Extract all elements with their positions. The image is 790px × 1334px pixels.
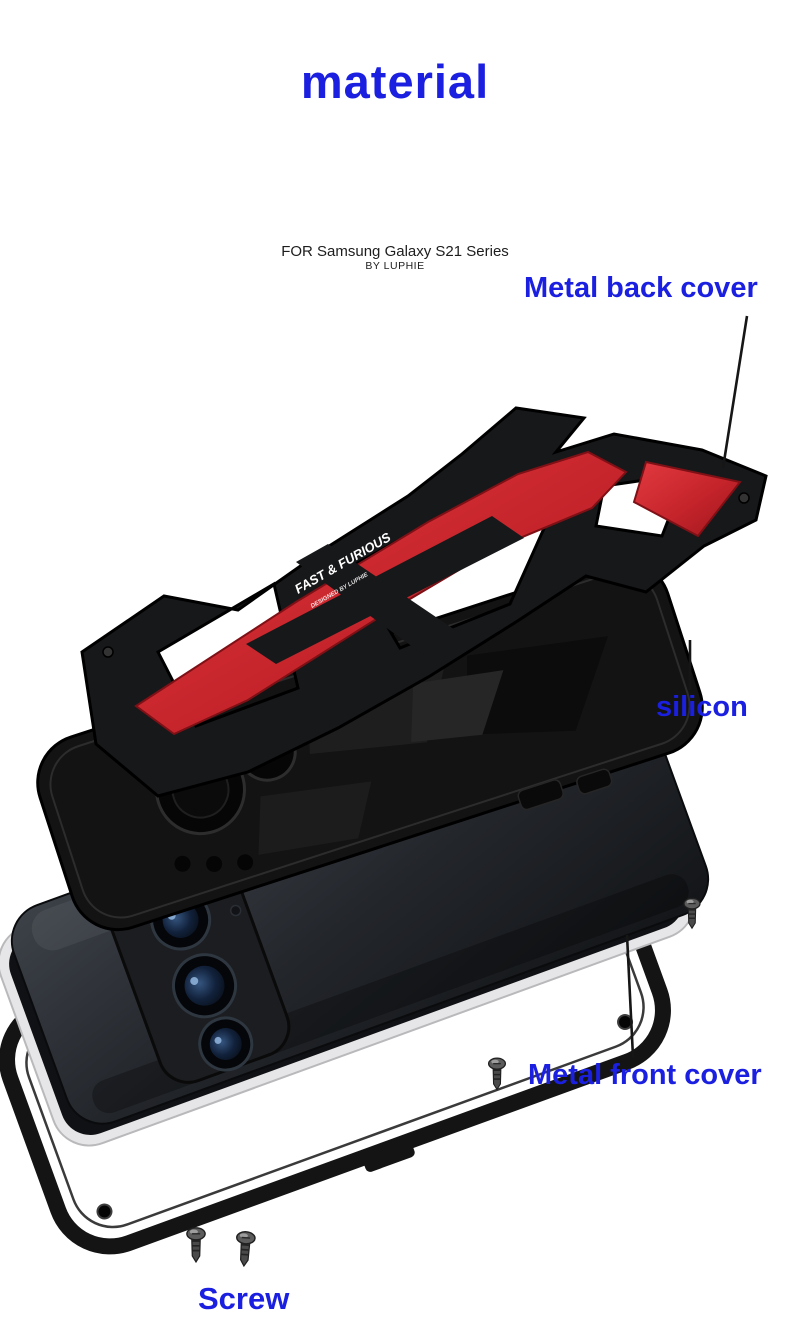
label-metal-front-cover: Metal front cover — [528, 1059, 762, 1091]
series-text: FOR Samsung Galaxy S21 Series — [281, 243, 509, 260]
silicon-button-bump — [517, 779, 564, 811]
cover-screw-hole — [738, 492, 750, 504]
screw-icon — [487, 1057, 507, 1091]
page-title: material — [300, 55, 490, 108]
label-metal-back-cover: Metal back cover — [524, 272, 758, 304]
silicon-button-bump — [576, 768, 613, 795]
pointer-line-metal-back-cover — [721, 315, 749, 469]
pointer-line-metal-front-cover — [625, 934, 635, 1058]
subtitle-block: FOR Samsung Galaxy S21 Series BY LUPHIE — [0, 243, 790, 273]
silicon-case — [36, 558, 704, 932]
screw-icon — [233, 1230, 257, 1268]
metal-back-cover: FAST & FURIOUS DESIGNED BY LUPHIE — [80, 406, 768, 798]
cover-screw-hole — [102, 646, 114, 658]
label-silicon: silicon — [656, 691, 748, 723]
screw-icon — [186, 1226, 206, 1263]
brand-text: BY LUPHIE — [365, 260, 425, 272]
label-screw: Screw — [198, 1281, 290, 1316]
